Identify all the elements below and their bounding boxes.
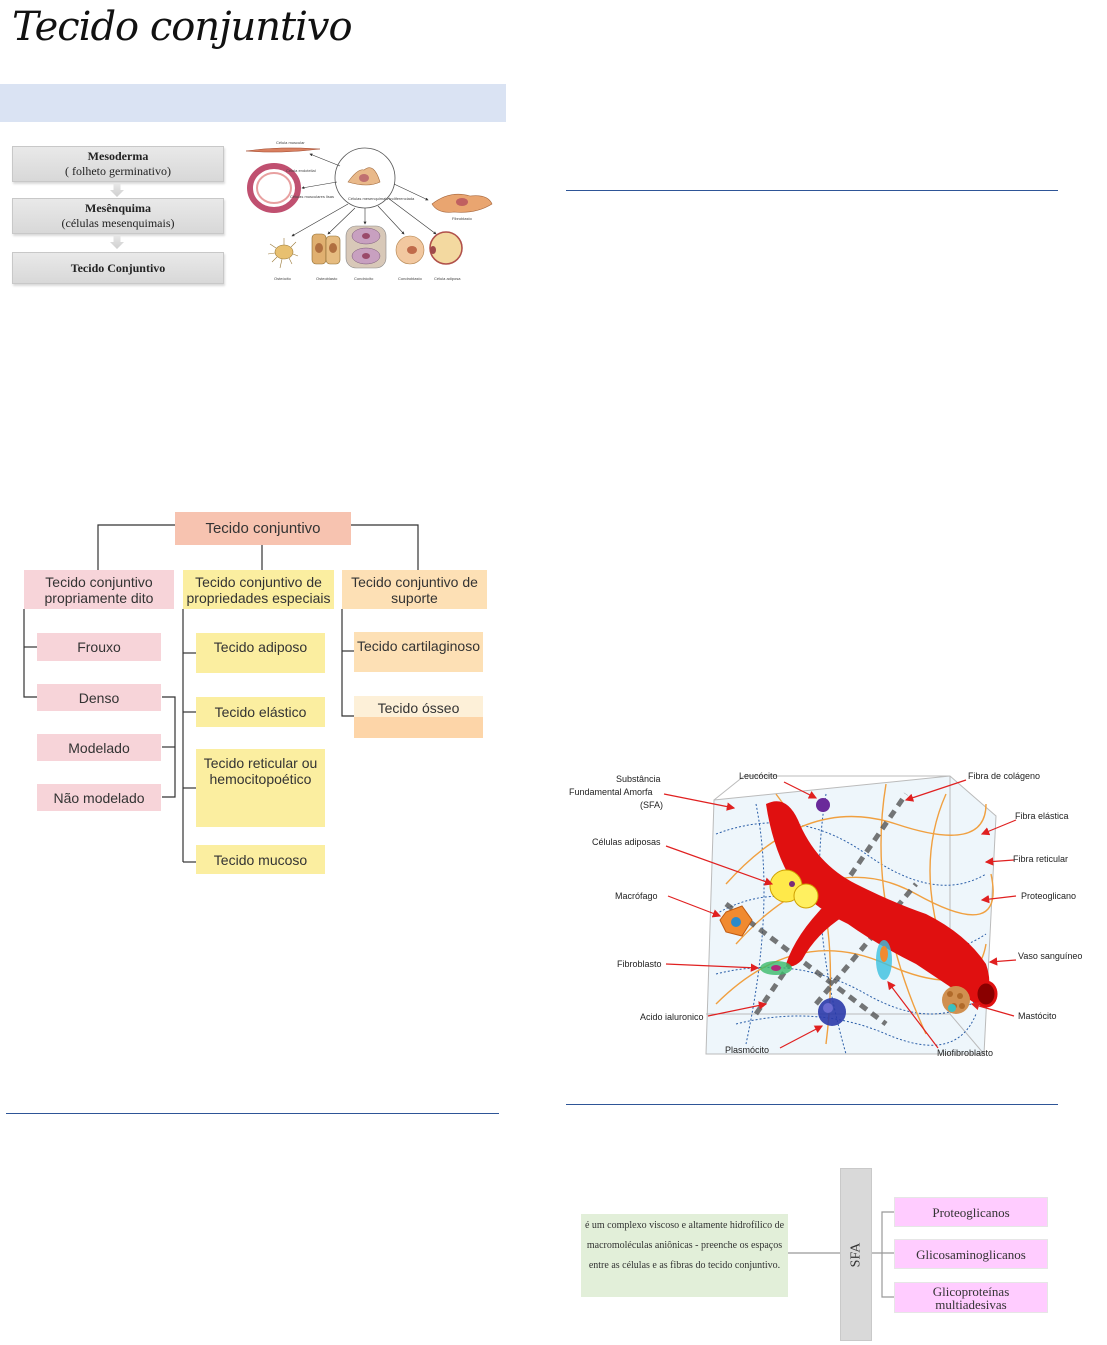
chondroblast-icon [395, 235, 425, 265]
flow-box-mesoderma-sub: ( folheto germinativo) [65, 164, 171, 178]
flow-box-mesoderma: Mesoderma ( folheto germinativo) [12, 146, 224, 182]
sfa-bar [840, 1168, 872, 1341]
chondrocyte-icon [345, 225, 387, 269]
hierarchy-col1-head: Tecido conjuntivo propriamente dito [24, 570, 174, 609]
label-osteoblast: Osteoblasto [316, 276, 338, 281]
adipose-cell-icon [429, 231, 463, 265]
label-osteocyte: Osteócito [274, 276, 292, 281]
sfa-item: Glicoproteínas multiadesivas [894, 1282, 1048, 1313]
label-proteoglicano: Proteoglicano [1021, 891, 1076, 901]
section-divider [566, 1104, 1058, 1105]
label-fibroblasto: Fibroblasto [617, 959, 662, 969]
section-divider [6, 1113, 499, 1114]
hierarchy-col2-item: Tecido mucoso [196, 845, 325, 874]
sfa-item: Glicosaminoglicanos [894, 1239, 1048, 1269]
cell-differentiation-illustration: Célula muscular Célula endotelial Célula… [245, 140, 493, 281]
hierarchy-col2-item: Tecido elástico [196, 697, 325, 727]
label-vaso: Vaso sanguíneo [1018, 951, 1082, 961]
label-sfa-line: Substância Fundamental Amorfa (SFA) [569, 774, 663, 810]
label-smooth: Células musculares lisas [290, 194, 334, 199]
label-plasmocito: Plasmócito [725, 1045, 769, 1055]
hierarchy-col1-item: Frouxo [37, 633, 161, 661]
osteocyte-icon [267, 238, 299, 269]
label-mastocito: Mastócito [1018, 1011, 1057, 1021]
flow-arrow-down-icon [110, 235, 124, 249]
flow-box-tecido: Tecido Conjuntivo [12, 252, 224, 284]
hierarchy-col2-head: Tecido conjuntivo de propriedades especi… [183, 570, 334, 609]
hierarchy-col1-item: Não modelado [37, 784, 161, 811]
hierarchy-col3-head: Tecido conjuntivo de suporte [342, 570, 487, 609]
adipose-cells-icon [769, 869, 819, 909]
flow-box-mesenquima-title: Mesênquima [85, 201, 151, 215]
label-chondroblast: Condroblasto [398, 276, 423, 281]
osteoblast-icon [311, 233, 341, 265]
hierarchy-col1-item: Denso [37, 684, 161, 711]
sfa-label-text: SFA [848, 1242, 863, 1267]
sfa-item: Proteoglicanos [894, 1197, 1048, 1227]
label-mesenchymal: Células mesenquimais indiferenciada [348, 196, 415, 201]
label-colageno: Fibra de colágeno [968, 771, 1040, 781]
label-muscle: Célula muscular [276, 140, 305, 145]
mast-cell-icon [942, 986, 970, 1014]
label-elastica: Fibra elástica [1015, 811, 1069, 821]
flow-arrow-down-icon [110, 183, 124, 197]
connective-tissue-matrix-illustration: Substância Fundamental Amorfa (SFA) Leuc… [569, 771, 1082, 1058]
label-adipose: Célula adiposa [434, 276, 461, 281]
sfa-description: é um complexo viscoso e altamente hidrof… [581, 1214, 788, 1297]
hierarchy-col3-item: Tecido cartilaginoso [354, 632, 483, 672]
leukocyte-icon [816, 798, 830, 812]
label-miofibroblasto: Miofibroblasto [937, 1048, 993, 1058]
label-reticular: Fibra reticular [1013, 854, 1068, 864]
flow-box-mesoderma-title: Mesoderma [87, 149, 149, 163]
label-macrofago: Macrófago [615, 891, 658, 901]
sfa-label: SFA [840, 1168, 872, 1341]
label-endothelial: Célula endotelial [286, 168, 316, 173]
hierarchy-col3-item: Tecido ósseo [354, 696, 483, 738]
hierarchy-col2-item: Tecido adiposo [196, 633, 325, 673]
flow-box-mesenquima-sub: (células mesenquimais) [61, 216, 175, 230]
label-fibroblast: Fibroblasto [452, 216, 473, 221]
flow-box-tecido-title: Tecido Conjuntivo [70, 260, 166, 275]
label-chondrocyte: Condrócito [354, 276, 374, 281]
label-hialuronico: Acido ialuronico [640, 1012, 704, 1022]
hierarchy-col2-item: Tecido reticular ou hemocitopoético [196, 749, 325, 827]
section-divider [566, 190, 1058, 191]
hierarchy-col1-item: Modelado [37, 734, 161, 761]
plasmocyte-icon [818, 998, 846, 1026]
label-adiposas: Células adiposas [592, 837, 661, 847]
flow-box-mesenquima: Mesênquima (células mesenquimais) [12, 198, 224, 234]
blood-vessel-icon [766, 801, 990, 1004]
header-band [0, 84, 506, 122]
hierarchy-root: Tecido conjuntivo [175, 512, 351, 545]
muscle-cell-icon [245, 147, 321, 153]
vessel-ring-icon [247, 163, 301, 213]
label-leucocito: Leucócito [739, 771, 778, 781]
page-title: Tecido conjuntivo [12, 4, 353, 50]
